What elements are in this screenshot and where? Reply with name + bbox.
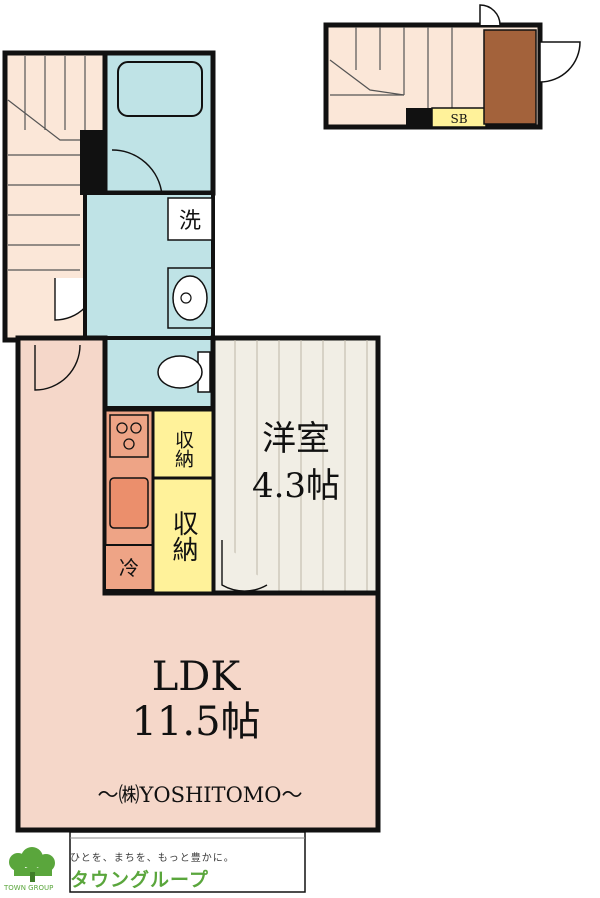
- western-room-size: 4.3帖: [252, 466, 340, 506]
- balcony: [69, 831, 306, 893]
- kitchen-sink: [109, 477, 149, 529]
- builder-name: ～㈱YOSHITOMO～: [97, 783, 302, 807]
- bath-door-swing: [111, 149, 163, 196]
- upper-closet: [483, 29, 537, 125]
- stove: [109, 414, 149, 458]
- main-floor: 洗 洋室 4.3帖 LDK 11.5帖 ～㈱Y: [2, 50, 381, 893]
- logo-brand: タウングループ: [70, 869, 209, 891]
- western-room-name: 洋室: [262, 419, 330, 459]
- town-group-logo: ひとを、まちを、もっと豊かに。 タウングループ: [70, 849, 370, 897]
- stair-wall-block: [80, 130, 106, 195]
- storage-large: [151, 476, 215, 595]
- fridge-label: 冷: [119, 556, 139, 580]
- upper-door-swing: [479, 4, 501, 26]
- upper-side-door: [539, 41, 581, 83]
- town-group-tree-icon: [9, 847, 55, 882]
- ldk-size: 11.5帖: [131, 699, 260, 745]
- fridge-space: [104, 544, 154, 591]
- bathtub: [117, 61, 203, 117]
- logo-tagline: ひとを、まちを、もっと豊かに。: [70, 853, 235, 864]
- sink: [167, 267, 213, 329]
- ldk-room: [15, 335, 381, 833]
- upper-floor-section: SB: [323, 4, 581, 130]
- storage-small: [151, 408, 215, 480]
- storage-large-label: 収納: [168, 510, 198, 562]
- washer-space: [167, 197, 213, 241]
- western-flooring: [234, 340, 368, 591]
- sb-label: SB: [450, 112, 467, 126]
- ldk-name: LDK: [152, 654, 242, 700]
- logo-brand-small: TOWN GROUP: [4, 884, 54, 892]
- toilet: [157, 351, 211, 393]
- upper-wall-block: [406, 108, 432, 127]
- ldk-door-swing: [34, 344, 81, 391]
- wash-label: 洗: [179, 209, 201, 234]
- storage-small-label: 収納: [172, 430, 194, 468]
- stair-treads: [7, 56, 86, 271]
